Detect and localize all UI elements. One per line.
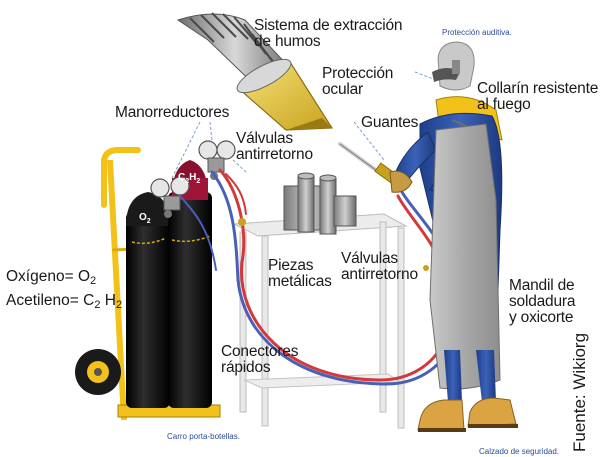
pressure-regulators bbox=[150, 140, 236, 218]
work-table bbox=[232, 213, 408, 429]
formula-acetylene: Acetileno= C2 H2 bbox=[6, 292, 123, 311]
label-cylinder-cart: Carro porta-botellas. bbox=[167, 432, 240, 441]
label-check-valves-top: Válvulas antirretorno bbox=[236, 130, 313, 163]
formula-oxygen: Oxígeno= O2 bbox=[6, 268, 97, 287]
label-fume-extraction: Sistema de extracción de humos bbox=[254, 17, 403, 50]
oxygen-cylinder-label: O2 bbox=[139, 212, 151, 225]
worker bbox=[389, 41, 518, 432]
fume-extraction-duct bbox=[176, 12, 334, 131]
label-regulators: Manorreductores bbox=[115, 104, 230, 121]
leader-lines bbox=[171, 71, 437, 179]
label-welding-apron: Mandil de soldadura y oxicorte bbox=[509, 277, 576, 326]
acetylene-cylinder-label: C2H2 bbox=[178, 172, 201, 185]
welding-torch bbox=[338, 142, 398, 184]
label-fire-collar: Collarín resistente al fuego bbox=[477, 80, 599, 113]
label-eye-protection: Protección ocular bbox=[322, 65, 394, 98]
oxygen-cylinder bbox=[126, 192, 170, 408]
label-hearing-protection: Protección auditiva. bbox=[442, 28, 512, 37]
metal-pieces bbox=[283, 172, 357, 235]
label-safety-shoes: Calzado de seguridad. bbox=[479, 447, 560, 456]
label-metal-pieces: Piezas metálicas bbox=[268, 257, 332, 290]
label-gloves: Guantes bbox=[361, 114, 419, 131]
label-quick-connectors: Conectores rápidos bbox=[221, 343, 299, 376]
label-check-valves-bottom: Válvulas antirretorno bbox=[341, 250, 418, 283]
source-credit: Fuente: Wikiorg bbox=[570, 332, 589, 452]
